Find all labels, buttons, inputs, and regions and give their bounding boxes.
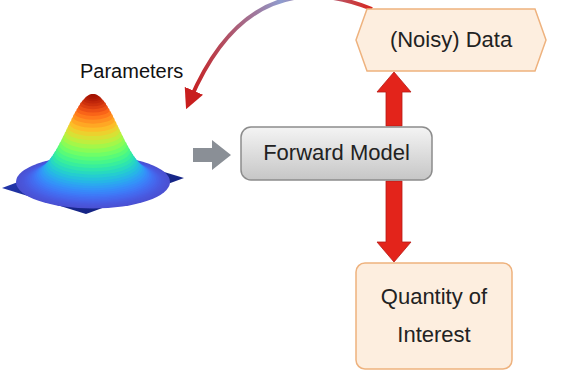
process-box: Forward Model <box>240 126 433 181</box>
box-label: Forward Model <box>253 134 420 173</box>
box-outline <box>355 262 513 370</box>
input-arrow <box>193 140 231 170</box>
box-label: (Noisy) Data <box>380 21 522 60</box>
data-box: (Noisy) Data <box>355 8 547 72</box>
output-box: Quantity of Interest <box>355 262 513 370</box>
axis-label: Parameters <box>80 60 183 83</box>
box-label: Quantity of Interest <box>355 278 513 355</box>
flow-arrow <box>377 181 411 262</box>
feedback-arrow <box>190 0 372 100</box>
surface-band <box>89 94 98 98</box>
surface-band <box>87 94 99 99</box>
surface-band <box>90 94 95 96</box>
gaussian-surface <box>16 94 170 209</box>
flow-arrow <box>377 72 411 126</box>
